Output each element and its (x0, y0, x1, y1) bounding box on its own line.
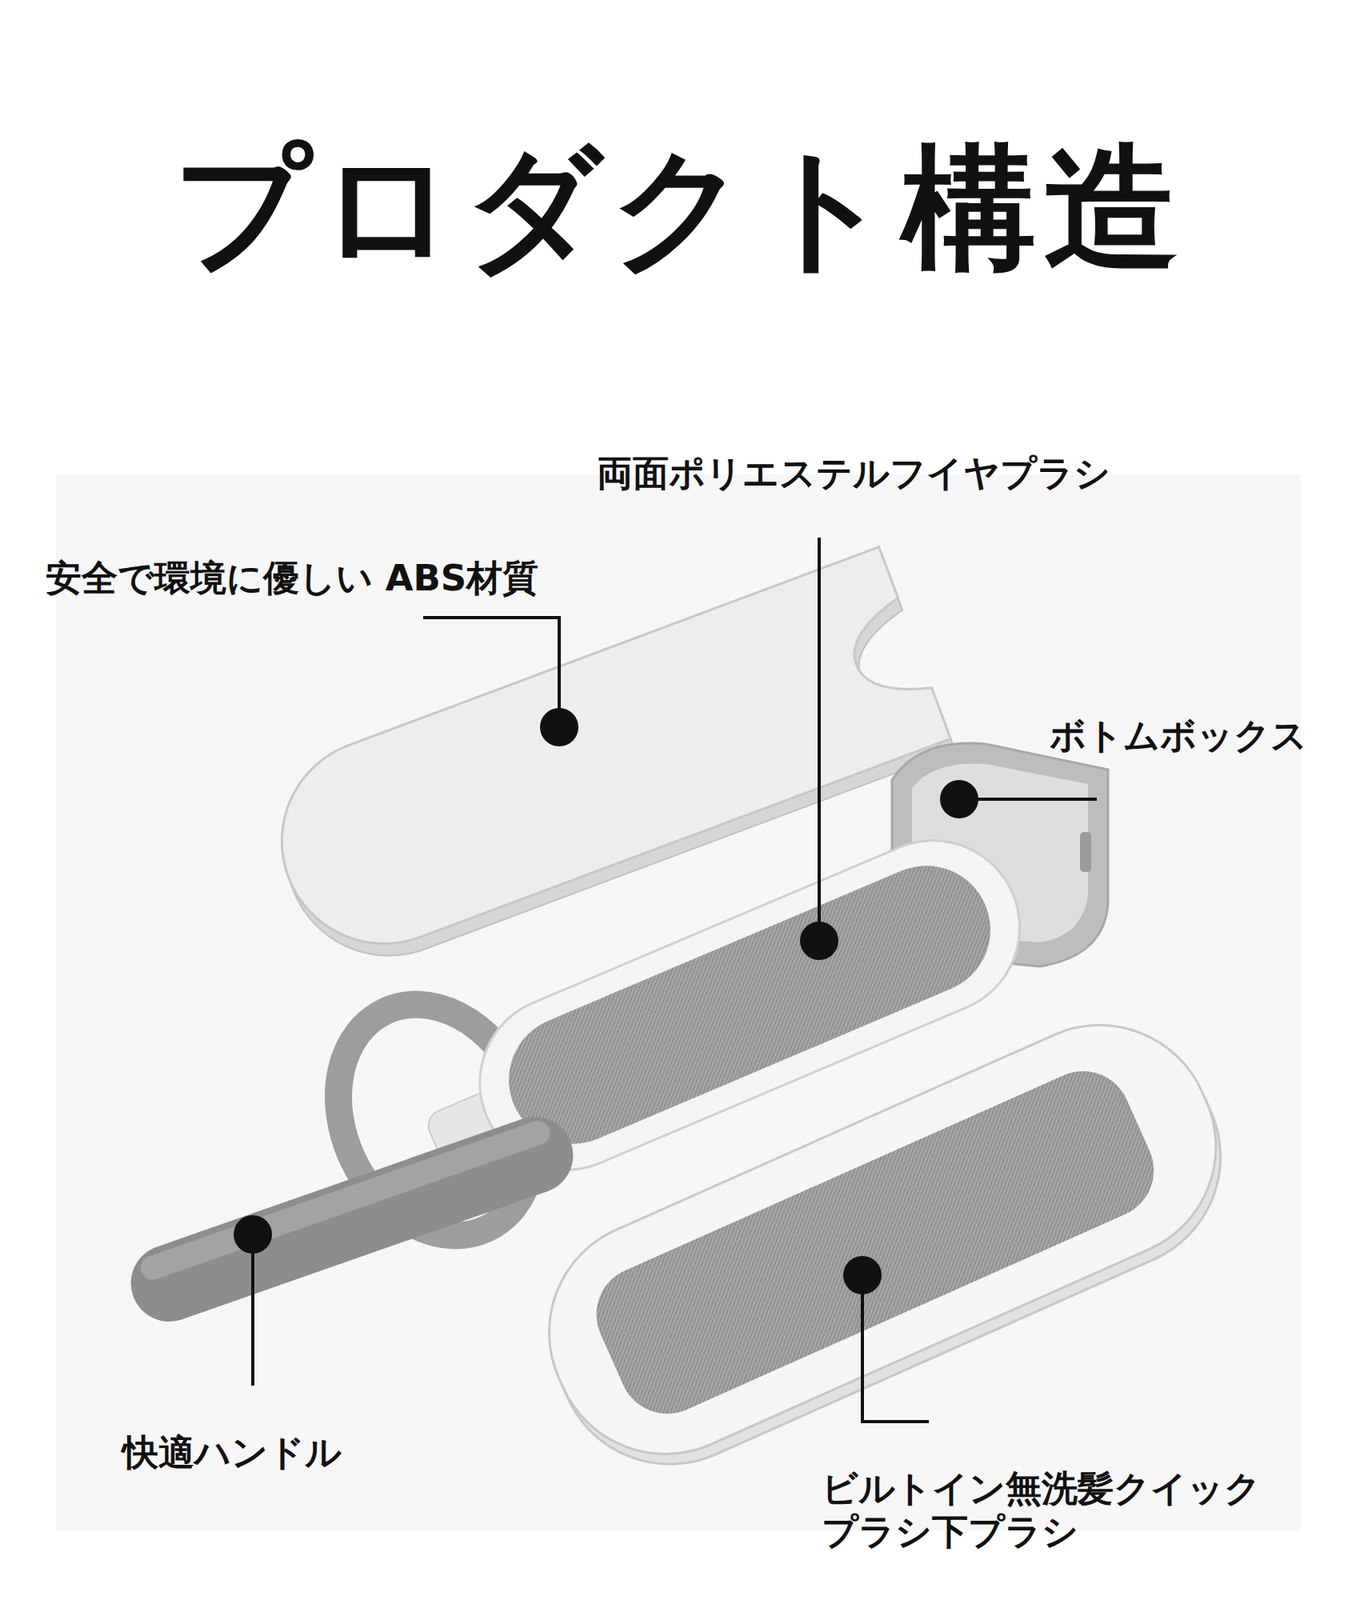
leader-dot (800, 921, 839, 960)
page-title: プロダクト構造 (0, 128, 1360, 290)
part-label: ボトムボックス (1049, 714, 1308, 758)
leader-lines (252, 537, 1097, 1422)
leader-dot (940, 780, 979, 819)
bottom-tray (513, 989, 1257, 1500)
leader-line (959, 797, 1097, 801)
part-label: 両面ポリエステルフイヤプラシ (596, 452, 1111, 496)
part-label: 快適ハンドル (122, 1431, 342, 1475)
leader-line (862, 1275, 929, 1422)
leader-line (817, 537, 821, 941)
handle-body (120, 1106, 584, 1332)
box-slot (1080, 832, 1092, 872)
part-label: 安全で環境に優しい ABS材質 (45, 556, 539, 600)
leader-dot (540, 708, 579, 747)
handle (120, 1106, 584, 1332)
leader-dots (233, 708, 979, 1295)
leader-dot (233, 1215, 272, 1254)
tray-face (513, 989, 1252, 1491)
background-panel (56, 474, 1301, 1531)
tray-fabric (580, 1056, 1169, 1429)
leader-line (251, 1234, 255, 1386)
part-label: ビルトイン無洗髪クイック プラシ下プラシ (821, 1467, 1270, 1554)
leader-line (423, 617, 560, 728)
leader-dot (843, 1256, 882, 1295)
handle-highlight (137, 1117, 554, 1284)
